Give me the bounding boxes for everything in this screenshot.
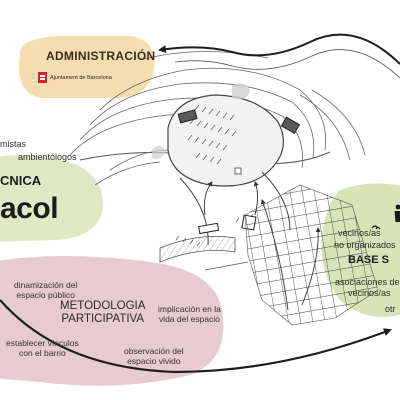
base-title: BASE S [348,254,389,266]
tech-brand: acol [0,192,59,225]
flow-arrow-small [301,227,321,306]
method-item-observation-line1: observación del [124,346,184,356]
associations-line-2: vecinos/as [348,288,391,298]
method-item-involvement-line2: vida del espacio [158,314,220,325]
city-logo-text: Ajuntament de Barcelona [50,74,112,81]
method-title: METODOLOGIA PARTICIPATIVA [60,300,145,326]
associations-line-1: asociaciones de [335,277,400,287]
others-label: otr [385,304,396,314]
methodology-blob [0,256,224,386]
method-item-dynamization-line2: espacio público [16,290,75,301]
flow-arrow-small [203,181,213,216]
park-area [167,94,285,187]
method-item-links: establecer vínculos con el barrio [6,338,79,358]
method-title-line1: METODOLOGIA [60,300,146,312]
admin-title: ADMINISTRACIÓN [46,49,156,63]
flow-arrow-small [261,199,289,311]
neighbors-label: vecinos/as [338,228,381,238]
method-item-involvement: implicación en la vida del espacio [158,304,221,324]
method-item-involvement-line1: implicación en la [158,304,221,314]
method-item-dynamization-line1: dinamización del [14,280,78,290]
flow-arrow-bottom [0,299,392,374]
method-item-observation-line2: espacio vivido [127,356,181,367]
city-logo: Ajuntament de Barcelona [38,72,112,83]
method-item-observation: observación del espacio vivido [124,346,184,366]
method-item-dynamization: dinamización del espacio público [14,280,77,300]
flow-arrow-small [254,181,259,216]
flow-arrow-top [158,33,400,65]
method-item-links-line2: con el barrio [18,348,66,359]
tech-line-2: ambientólogos [18,152,77,162]
building [198,222,220,235]
method-item-links-line1: establecer vínculos [6,338,79,348]
person-icon [394,204,400,222]
admin-blob [18,36,155,98]
tech-title: CNICA [0,173,42,188]
building [177,109,198,124]
tech-blob [0,155,103,242]
unorganized-label: no organizados [334,240,396,250]
tech-line-1: mistas [0,139,27,149]
city-logo-icon [38,72,47,83]
building [280,116,301,135]
method-title-line2: PARTICIPATIVA [61,313,145,326]
